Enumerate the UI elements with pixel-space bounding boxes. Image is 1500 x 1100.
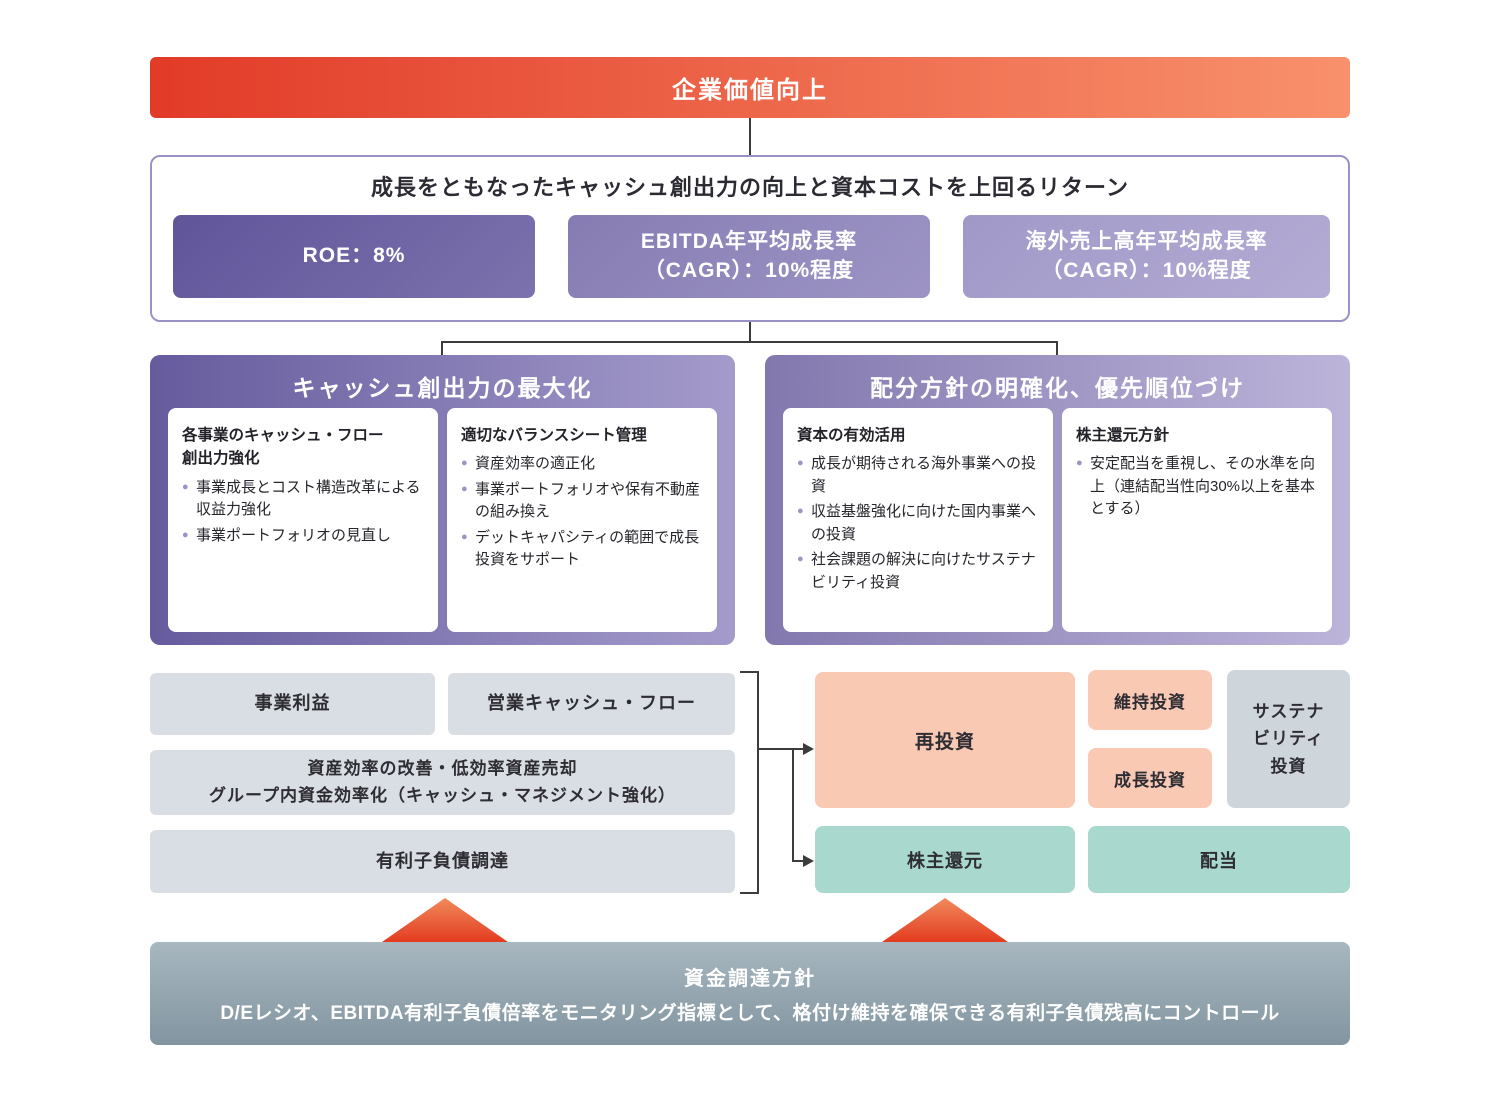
box-growth-investment-label: 成長投資: [1114, 770, 1186, 790]
bullet-dot-icon: ●: [1076, 457, 1083, 470]
box-business-profit-label: 事業利益: [254, 693, 331, 714]
box-debt-financing-label: 有利子負債調達: [376, 850, 509, 871]
box-asset-efficiency-line1: 資産効率の改善・低効率資産売却: [307, 759, 578, 779]
funding-policy-title: 資金調達方針: [684, 968, 816, 990]
bullet-item: ● 成長が期待される海外事業への投資: [797, 453, 1039, 498]
box-reinvestment-label: 再投資: [914, 731, 975, 753]
connector-branch-left-drop: [441, 341, 443, 356]
bullet-item: ● 資産効率の適正化: [461, 453, 703, 476]
bullet-dot-icon: ●: [182, 528, 189, 541]
box-shareholder-return: 株主還元: [815, 826, 1075, 893]
kpi-overseas-line1: 海外売上高年平均成長率: [1025, 230, 1268, 254]
card-bullet-list: ● 事業成長とコスト構造改革による収益力強化 ● 事業ポートフォリオの見直し: [182, 477, 424, 548]
box-dividend: 配当: [1088, 826, 1350, 893]
corporate-value-banner: 企業価値向上: [150, 57, 1350, 118]
bullet-text: 収益基盤強化に向けた国内事業への投資: [811, 503, 1037, 543]
box-asset-efficiency: 資産効率の改善・低効率資産売却 グループ内資金効率化（キャッシュ・マネジメント強…: [150, 750, 735, 815]
card-cashflow-strengthening: 各事業のキャッシュ・フロー 創出力強化 ● 事業成長とコスト構造改革による収益力…: [168, 408, 438, 632]
box-debt-financing: 有利子負債調達: [150, 830, 735, 893]
bullet-dot-icon: ●: [797, 505, 804, 518]
arrow-to-reinvestment-head-icon: [803, 743, 814, 755]
bullet-text: 成長が期待される海外事業への投資: [811, 455, 1037, 495]
bullet-item: ● 社会課題の解決に向けたサステナビリティ投資: [797, 549, 1039, 594]
panel-cash-generation: キャッシュ創出力の最大化 各事業のキャッシュ・フロー 創出力強化 ● 事業成長と…: [150, 355, 735, 645]
bullet-dot-icon: ●: [797, 553, 804, 566]
up-arrow-icon: [382, 898, 508, 942]
card-title: 資本の有効活用: [797, 427, 906, 444]
card-bullet-list: ● 安定配当を重視し、その水準を向上（連結配当性向30%以上を基本とする）: [1076, 453, 1318, 521]
kpi-ebitda-line2: （CAGR）：10%程度: [643, 258, 855, 282]
panel-allocation-policy-title: 配分方針の明確化、優先順位づけ: [870, 375, 1245, 401]
card-title: 株主還元方針: [1076, 427, 1170, 444]
panel-cash-generation-title: キャッシュ創出力の最大化: [292, 375, 593, 401]
flow-bracket-arrows: [740, 671, 814, 894]
bullet-text: 事業ポートフォリオの見直し: [196, 526, 392, 544]
funding-policy-banner: 資金調達方針 D/Eレシオ、EBITDA有利子負債倍率をモニタリング指標として、…: [150, 942, 1350, 1045]
card-capital-utilization: 資本の有効活用 ● 成長が期待される海外事業への投資 ● 収益基盤強化に向けた国…: [783, 408, 1053, 632]
bullet-dot-icon: ●: [182, 480, 189, 493]
corporate-value-label: 企業価値向上: [672, 77, 828, 104]
connector-branch-horizontal: [441, 341, 1058, 343]
bullet-text: 安定配当を重視し、その水準を向上（連結配当性向30%以上を基本とする）: [1090, 455, 1316, 518]
bullet-text: 事業ポートフォリオや保有不動産の組み換え: [475, 480, 701, 521]
kpi-section-title: 成長をともなったキャッシュ創出力の向上と資本コストを上回るリターン: [371, 175, 1129, 200]
card-shareholder-return-policy: 株主還元方針 ● 安定配当を重視し、その水準を向上（連結配当性向30%以上を基本…: [1062, 408, 1332, 632]
kpi-roe-line1: ROE：8%: [302, 244, 406, 268]
bullet-item: ● 安定配当を重視し、その水準を向上（連結配当性向30%以上を基本とする）: [1076, 453, 1318, 521]
box-business-profit: 事業利益: [150, 673, 435, 735]
box-reinvestment: 再投資: [815, 672, 1075, 808]
kpi-overseas-sales-box: 海外売上高年平均成長率 （CAGR）：10%程度: [963, 215, 1330, 298]
connector-branch-right-drop: [1056, 341, 1058, 356]
bullet-item: ● 事業成長とコスト構造改革による収益力強化: [182, 477, 424, 522]
panel-allocation-policy: 配分方針の明確化、優先順位づけ 資本の有効活用 ● 成長が期待される海外事業への…: [765, 355, 1350, 645]
card-bullet-list: ● 資産効率の適正化 ● 事業ポートフォリオや保有不動産の組み換え ● デットキ…: [461, 453, 703, 572]
card-balance-sheet-management: 適切なバランスシート管理 ● 資産効率の適正化 ● 事業ポートフォリオや保有不動…: [447, 408, 717, 632]
card-title: 各事業のキャッシュ・フロー: [182, 427, 384, 444]
funding-policy-description: D/Eレシオ、EBITDA有利子負債倍率をモニタリング指標として、格付け維持を確…: [220, 1003, 1280, 1024]
box-operating-cashflow: 営業キャッシュ・フロー: [448, 673, 735, 735]
box-maintenance-investment: 維持投資: [1088, 670, 1212, 730]
box-growth-investment: 成長投資: [1088, 748, 1212, 808]
box-maintenance-investment-label: 維持投資: [1114, 692, 1186, 712]
bullet-text: 資産効率の適正化: [475, 455, 596, 473]
up-arrow-icon: [882, 898, 1008, 942]
connector-kpi-stem: [749, 322, 751, 342]
box-shareholder-return-label: 株主還元: [907, 850, 983, 871]
sustainability-line2: ビリティ: [1253, 729, 1324, 749]
card-title-line2: 創出力強化: [182, 450, 260, 468]
bullet-item: ● 事業ポートフォリオの見直し: [182, 525, 424, 548]
kpi-overseas-line2: （CAGR）：10%程度: [1041, 258, 1252, 282]
connector-banner-to-kpi: [749, 118, 751, 155]
card-title: 適切なバランスシート管理: [461, 427, 647, 444]
box-dividend-label: 配当: [1200, 850, 1238, 871]
bullet-dot-icon: ●: [461, 482, 468, 495]
bullet-dot-icon: ●: [797, 457, 804, 470]
arrow-to-shareholder-head-icon: [803, 855, 814, 867]
bullet-text: デットキャパシティの範囲で成長投資をサポート: [475, 528, 700, 569]
right-bracket: [740, 671, 759, 894]
bullet-text: 社会課題の解決に向けたサステナビリティ投資: [811, 551, 1036, 591]
card-bullet-list: ● 成長が期待される海外事業への投資 ● 収益基盤強化に向けた国内事業への投資 …: [797, 453, 1039, 594]
bullet-dot-icon: ●: [461, 457, 468, 470]
box-operating-cashflow-label: 営業キャッシュ・フロー: [487, 693, 696, 714]
box-asset-efficiency-line2: グループ内資金効率化（キャッシュ・マネジメント強化）: [209, 785, 676, 805]
kpi-ebitda-box: EBITDA年平均成長率 （CAGR）：10%程度: [568, 215, 930, 298]
kpi-ebitda-line1: EBITDA年平均成長率: [640, 230, 858, 254]
bullet-item: ● デットキャパシティの範囲で成長投資をサポート: [461, 527, 703, 572]
sustainability-line1: サステナ: [1252, 702, 1325, 722]
arrow-to-shareholder-line: [792, 749, 803, 862]
sustainability-line3: 投資: [1270, 756, 1307, 776]
bullet-text: 事業成長とコスト構造改革による収益力強化: [196, 478, 421, 519]
bullet-item: ● 事業ポートフォリオや保有不動産の組み換え: [461, 479, 703, 524]
box-sustainability-investment: サステナ ビリティ 投資: [1227, 670, 1350, 808]
bullet-dot-icon: ●: [461, 530, 468, 543]
bullet-item: ● 収益基盤強化に向けた国内事業への投資: [797, 501, 1039, 546]
kpi-roe-box: ROE：8%: [173, 215, 535, 298]
